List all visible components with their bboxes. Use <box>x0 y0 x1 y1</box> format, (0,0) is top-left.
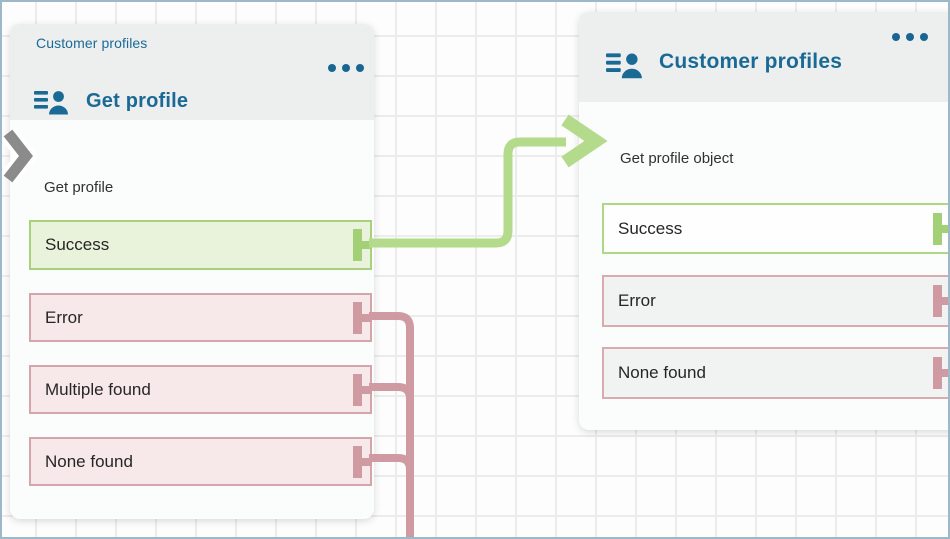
output-port-success[interactable] <box>933 212 948 245</box>
flow-block-customer-profiles[interactable]: Customer profiles Get profile object Suc… <box>579 12 948 430</box>
customer-profile-icon <box>606 50 644 85</box>
ellipsis-menu-icon[interactable] <box>892 33 928 41</box>
output-port-success[interactable] <box>353 229 372 261</box>
connector-success-line[interactable] <box>369 137 566 248</box>
block-title: Get profile <box>86 90 189 112</box>
branch-label: Error <box>618 291 656 310</box>
output-port-error[interactable] <box>933 285 948 317</box>
connector-error-line[interactable] <box>369 312 414 539</box>
output-port-multiple-found[interactable] <box>353 373 372 406</box>
output-port-none-found[interactable] <box>933 357 948 389</box>
flow-block-get-profile[interactable]: Customer profiles Get profile Get profil… <box>10 24 374 519</box>
output-port-none-found[interactable] <box>353 445 372 478</box>
branch-label: None found <box>618 363 706 382</box>
branch-label: Multiple found <box>45 379 151 399</box>
branch-label: None found <box>45 451 133 471</box>
branch-success[interactable]: Success <box>29 220 372 270</box>
block-type-label: Customer profiles <box>36 35 148 51</box>
output-port-error[interactable] <box>353 301 372 334</box>
branch-none-found[interactable]: None found <box>602 347 948 399</box>
branch-error[interactable]: Error <box>602 275 948 327</box>
branch-label: Success <box>618 218 683 238</box>
block-title: Customer profiles <box>659 50 843 73</box>
branch-success[interactable]: Success <box>602 203 948 254</box>
block-header[interactable]: Customer profiles Get profile <box>10 24 374 120</box>
branch-error[interactable]: Error <box>29 293 372 342</box>
connector-none-found-line[interactable] <box>369 454 414 539</box>
customer-profile-icon <box>34 88 70 121</box>
branch-label: Error <box>45 307 83 327</box>
block-header[interactable]: Customer profiles <box>579 12 948 102</box>
step-label: Get profile object <box>620 150 734 167</box>
branch-multiple-found[interactable]: Multiple found <box>29 365 372 414</box>
step-label: Get profile <box>44 179 114 196</box>
connector-multiple-found-line[interactable] <box>369 383 414 539</box>
branch-none-found[interactable]: None found <box>29 437 372 486</box>
ellipsis-menu-icon[interactable] <box>328 64 364 72</box>
branch-label: Success <box>45 235 110 254</box>
